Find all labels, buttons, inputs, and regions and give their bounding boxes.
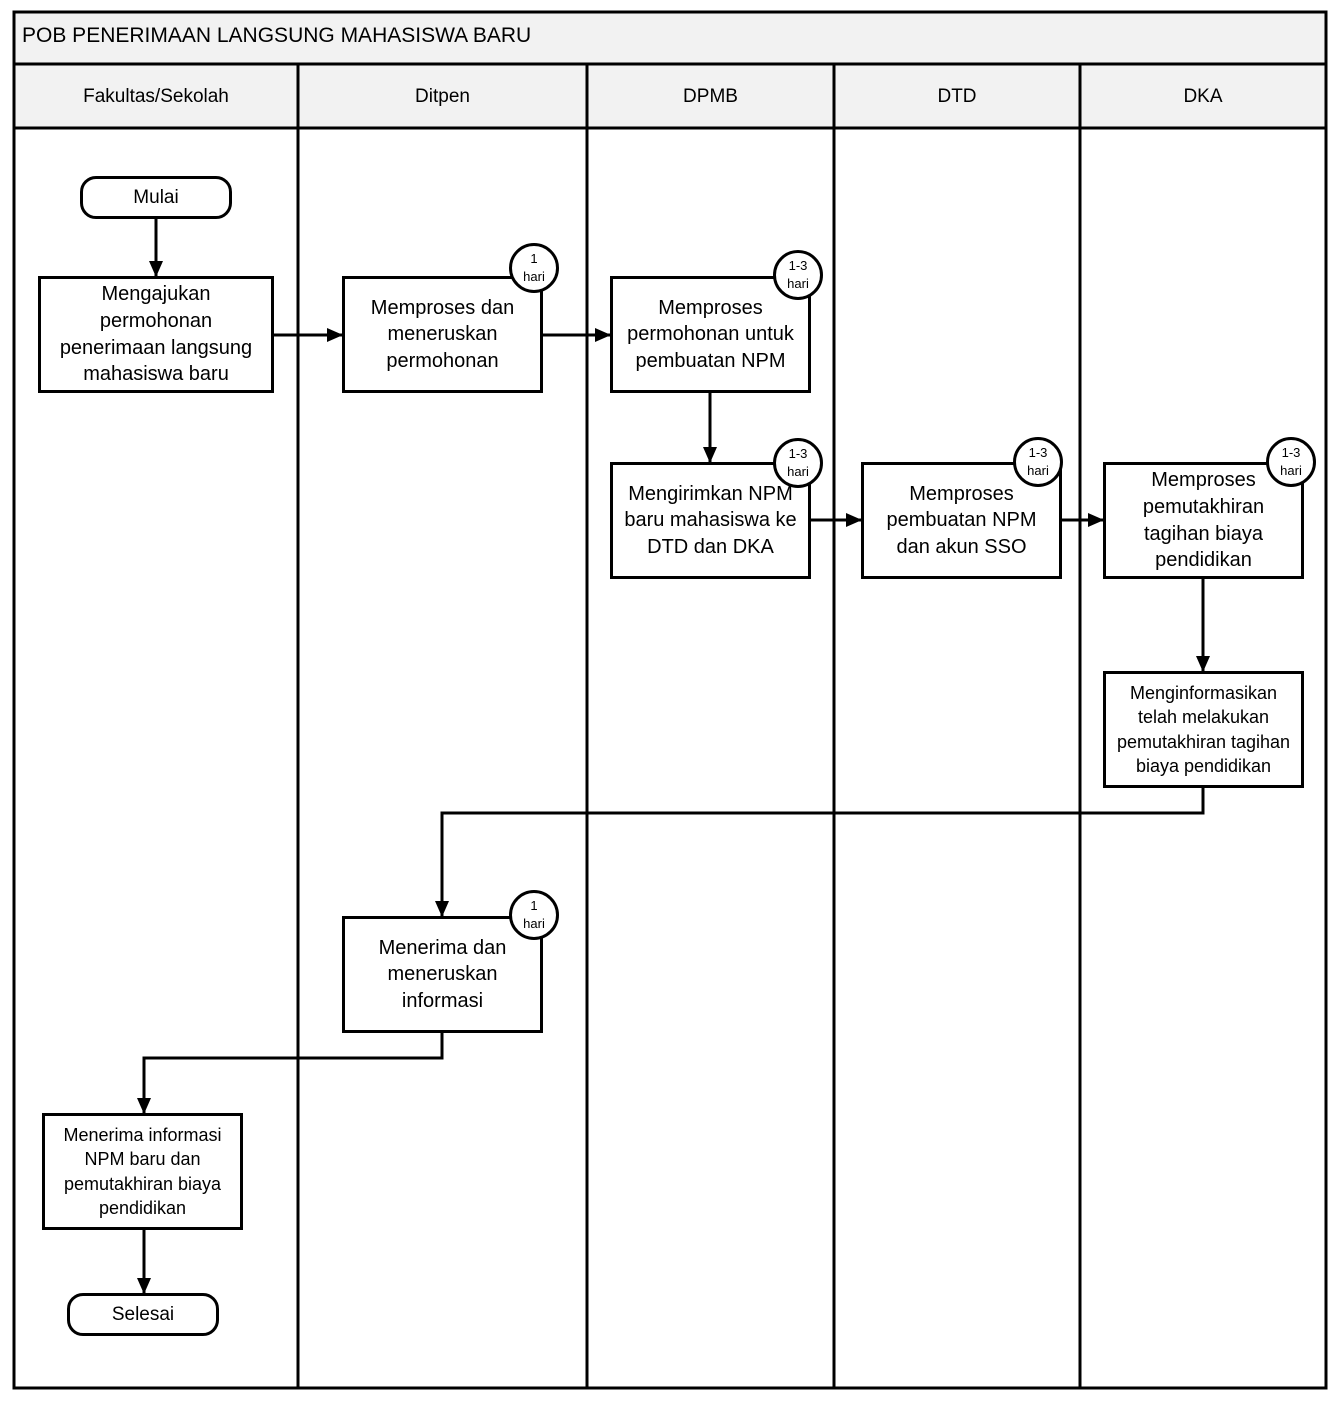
duration-value: 1-3 [788, 258, 808, 274]
process-dka-inform: Menginformasikan telah melakukan pemutak… [1103, 671, 1304, 788]
arrow-ditpen-forward-to-fakultas [137, 1032, 444, 1114]
lane-header-ditpen: Ditpen [415, 86, 470, 107]
end-terminator: Selesai [67, 1293, 219, 1336]
process-ditpen-forward-info: Menerima dan meneruskan informasi [342, 916, 543, 1033]
duration-value: 1 [530, 898, 538, 914]
lane-header-dka: DKA [1183, 86, 1223, 107]
duration-badge-dka-process: 1-3 hari [1266, 437, 1316, 487]
duration-unit: hari [523, 269, 545, 284]
diagram-title: POB PENERIMAAN LANGSUNG MAHASISWA BARU [22, 24, 532, 47]
process-fakultas-receive-info: Menerima informasi NPM baru dan pemutakh… [42, 1113, 243, 1230]
arrow-dka-inform-to-ditpen [435, 788, 1205, 917]
duration-unit: hari [1280, 463, 1302, 478]
duration-unit: hari [787, 276, 809, 291]
duration-badge-dtd-process: 1-3 hari [1013, 437, 1063, 487]
duration-badge-ditpen-process: 1 hari [509, 243, 559, 293]
lane-dividers [296, 64, 1082, 1388]
process-ditpen-forward-application: Memproses dan meneruskan permohonan [342, 276, 543, 393]
lane-header-band [12, 62, 1328, 130]
duration-badge-ditpen-forward: 1 hari [509, 890, 559, 940]
duration-value: 1-3 [788, 446, 808, 462]
title-band [12, 10, 1328, 66]
duration-badge-dpmb-process: 1-3 hari [773, 250, 823, 300]
lane-header-fakultas: Fakultas/Sekolah [83, 86, 229, 107]
process-submit-application: Mengajukan permohonan penerimaan langsun… [38, 276, 274, 393]
duration-value: 1-3 [1028, 445, 1048, 461]
process-dpmb-send-npm: Mengirimkan NPM baru mahasiswa ke DTD da… [610, 462, 811, 579]
lane-header-dtd: DTD [937, 86, 977, 107]
process-dpmb-npm-request: Memproses permohonan untuk pembuatan NPM [610, 276, 811, 393]
start-terminator: Mulai [80, 176, 232, 219]
connectors [137, 218, 1210, 1294]
lane-header-dpmb: DPMB [683, 86, 738, 107]
duration-unit: hari [1027, 463, 1049, 478]
duration-unit: hari [523, 916, 545, 931]
process-dka-update-billing: Memproses pemutakhiran tagihan biaya pen… [1103, 462, 1304, 579]
duration-value: 1-3 [1281, 445, 1301, 461]
duration-value: 1 [530, 251, 538, 267]
duration-badge-dpmb-send: 1-3 hari [773, 438, 823, 488]
duration-unit: hari [787, 464, 809, 479]
